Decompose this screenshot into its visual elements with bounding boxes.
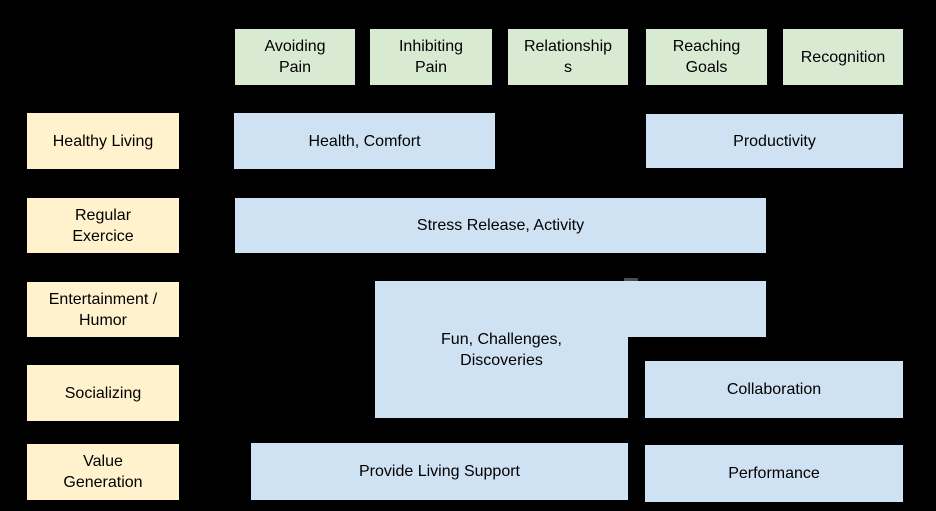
row-label-entertainment-humor: Entertainment / Humor [27, 282, 179, 337]
column-header-inhibiting-pain: Inhibiting Pain [370, 29, 492, 85]
row-label-healthy-living: Healthy Living [27, 113, 179, 169]
cell-fun-challenges-discoveries: Fun, Challenges, Discoveries [375, 281, 628, 418]
row-label-text: Entertainment / Humor [48, 290, 158, 329]
column-header-label: Inhibiting Pain [398, 38, 464, 76]
cell-label: Fun, Challenges, Discoveries [441, 330, 562, 369]
row-label-value-generation: Value Generation [27, 444, 179, 500]
resize-handle-artifact [624, 278, 638, 281]
row-label-text: Healthy Living [52, 132, 154, 150]
cell-performance: Performance [645, 445, 903, 502]
column-header-relationships: Relationships [508, 29, 628, 85]
column-header-label: Reaching Goals [672, 38, 741, 76]
column-header-label: Recognition [800, 48, 886, 66]
column-header-avoiding-pain: Avoiding Pain [235, 29, 355, 85]
cell-stress-release-activity: Stress Release, Activity [235, 198, 766, 253]
cell-label: Performance [728, 465, 820, 482]
cell-provide-living-support: Provide Living Support [251, 443, 628, 500]
row-label-regular-exercice: Regular Exercice [27, 198, 179, 253]
row-label-text: Regular Exercice [72, 206, 134, 245]
row-label-socializing: Socializing [27, 365, 179, 421]
cell-label: Productivity [733, 132, 816, 150]
column-header-label: Relationships [523, 38, 613, 76]
cell-label: Stress Release, Activity [416, 217, 585, 234]
cell-collaboration: Collaboration [645, 361, 903, 418]
cell-productivity: Productivity [646, 114, 903, 168]
column-header-reaching-goals: Reaching Goals [646, 29, 767, 85]
column-header-recognition: Recognition [783, 29, 903, 85]
cell-health-comfort: Health, Comfort [234, 113, 495, 169]
cell-label: Collaboration [726, 381, 822, 398]
row-label-text: Value Generation [63, 453, 143, 491]
cell-label: Health, Comfort [308, 132, 421, 150]
cell-fun-challenges-extension [628, 281, 766, 337]
cell-label: Provide Living Support [359, 463, 520, 480]
row-label-text: Socializing [64, 384, 142, 402]
column-header-label: Avoiding Pain [264, 38, 326, 76]
